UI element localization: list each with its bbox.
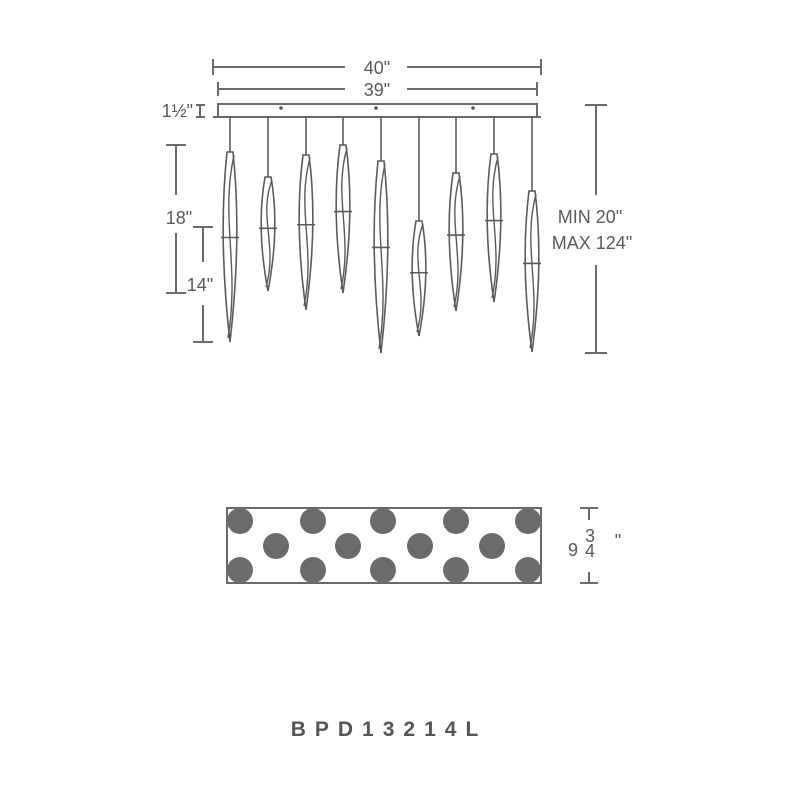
pendant-position-dot	[515, 508, 541, 534]
pendant-position-dot	[227, 508, 253, 534]
pendant-position-dot	[300, 508, 326, 534]
pendant-glass	[524, 190, 540, 353]
pendant	[410, 117, 428, 337]
depth-numerator: 3	[585, 526, 595, 546]
pendants	[221, 117, 541, 354]
canopy-width-label: 39"	[364, 80, 390, 100]
short-pendant-dimension: 14"	[187, 226, 213, 343]
pendant-position-dot	[335, 533, 361, 559]
pendant	[447, 117, 465, 312]
depth-dimension: 9 3 4 "	[568, 507, 621, 584]
pendant-position-dot	[443, 557, 469, 583]
pendant-position-dot	[479, 533, 505, 559]
pendant-position-dot	[370, 508, 396, 534]
pendant	[334, 117, 352, 294]
overall-width-label: 40"	[364, 58, 390, 78]
pendant-glass	[411, 220, 427, 337]
top-view	[226, 507, 542, 584]
pendant-position-dot	[407, 533, 433, 559]
pendant-glass	[448, 172, 464, 312]
short-pendant-label: 14"	[187, 275, 213, 295]
pendant-glass	[486, 153, 502, 303]
min-height-label: MIN 20"	[558, 207, 622, 227]
pendant-positions	[227, 508, 541, 583]
canopy-height-dimension: 1½"	[162, 101, 205, 121]
pendant-position-dot	[263, 533, 289, 559]
depth-whole: 9	[568, 540, 578, 560]
pendant-glass	[298, 154, 314, 311]
long-pendant-label: 18"	[166, 208, 192, 228]
overall-width-dimension: 40"	[212, 58, 542, 78]
depth-unit: "	[615, 531, 621, 551]
pendant-position-dot	[370, 557, 396, 583]
canopy-height-label: 1½"	[162, 101, 193, 121]
pendant-position-dot	[300, 557, 326, 583]
pendant	[259, 117, 277, 292]
pendant	[297, 117, 315, 311]
model-number: BPD13214L	[290, 718, 488, 741]
long-pendant-dimension: 18"	[166, 144, 192, 294]
pendant	[221, 117, 239, 343]
pendant-position-dot	[227, 557, 253, 583]
pendant	[523, 117, 541, 353]
pendant-glass	[335, 144, 351, 294]
pendant-glass	[260, 176, 276, 292]
pendant-position-dot	[443, 508, 469, 534]
pendant	[372, 117, 390, 354]
pendant-glass	[222, 151, 238, 343]
max-height-label: MAX 124"	[552, 233, 632, 253]
canopy	[213, 103, 541, 118]
overall-height-dimension: MIN 20" MAX 124"	[552, 104, 632, 354]
canopy-width-dimension: 39"	[217, 80, 538, 100]
pendant-glass	[373, 160, 389, 354]
depth-denominator: 4	[585, 541, 595, 561]
pendant	[485, 117, 503, 303]
pendant-position-dot	[515, 557, 541, 583]
